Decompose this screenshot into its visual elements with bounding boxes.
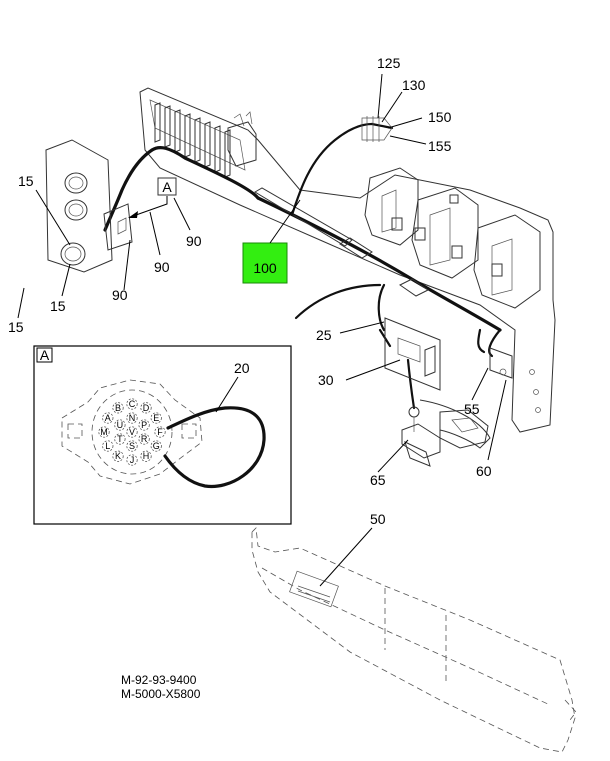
- pin-label: R: [141, 434, 148, 444]
- bottom-trim-panel: [251, 527, 577, 753]
- pin-label: A: [105, 413, 111, 423]
- pin-label: P: [141, 420, 147, 430]
- callout-130[interactable]: 130: [402, 77, 426, 93]
- gauge-pods: [364, 167, 541, 309]
- leader-lines: [17, 73, 507, 587]
- callout-30[interactable]: 30: [318, 372, 334, 388]
- pin-label: V: [129, 427, 135, 437]
- pin-label: U: [117, 420, 124, 430]
- connector-pin: C: [126, 398, 138, 410]
- pin-label: S: [129, 441, 135, 451]
- view-a-indicator: A: [128, 177, 177, 218]
- knob-middle: [64, 199, 88, 221]
- connector-pin: B: [112, 402, 124, 414]
- connector-pin: F: [154, 426, 166, 438]
- callout-15-left[interactable]: 15: [8, 319, 24, 335]
- connector-pin: D: [140, 402, 152, 414]
- connector-pin: R: [138, 433, 150, 445]
- view-a-label: A: [162, 179, 172, 195]
- fuse-rack: [154, 102, 231, 178]
- pin-label: T: [117, 434, 123, 444]
- switch-assembly: [401, 399, 491, 467]
- knob-bottom: [60, 242, 86, 266]
- connector-pin: H: [140, 450, 152, 462]
- callout-60[interactable]: 60: [476, 463, 492, 479]
- pin-label: M: [100, 427, 108, 437]
- connector-pin: M: [98, 426, 110, 438]
- connector-pin: P: [138, 419, 150, 431]
- drawing-number-2: M-5000-X5800: [121, 687, 201, 701]
- callout-50[interactable]: 50: [370, 511, 386, 527]
- callout-25[interactable]: 25: [316, 327, 332, 343]
- callout-125[interactable]: 125: [377, 55, 401, 71]
- callout-90-right[interactable]: 90: [186, 233, 202, 249]
- pin-label: J: [130, 455, 135, 465]
- pin-label: C: [129, 399, 136, 409]
- pin-label: G: [153, 441, 160, 451]
- wiring-harness: [103, 116, 502, 432]
- connector-pin: S: [126, 440, 138, 452]
- callout-90-left[interactable]: 90: [112, 287, 128, 303]
- connector-pin: U: [114, 419, 126, 431]
- pin-label: E: [153, 413, 159, 423]
- callout-65[interactable]: 65: [370, 472, 386, 488]
- connector-pin: A: [102, 412, 114, 424]
- callout-155[interactable]: 155: [428, 138, 452, 154]
- pin-label: B: [115, 403, 121, 413]
- connector-pin: L: [102, 440, 114, 452]
- pin-label: H: [143, 451, 150, 461]
- callout-100[interactable]: 100: [253, 260, 277, 276]
- callouts: 125 130 150 155 15 15 15 90 90 90 25 30 …: [8, 55, 492, 527]
- pin-label: L: [105, 441, 110, 451]
- left-switch-panel: [45, 139, 133, 273]
- callout-15-top[interactable]: 15: [18, 173, 34, 189]
- pin-label: K: [115, 451, 121, 461]
- connector-pin: N: [126, 412, 138, 424]
- dash-panel: [139, 87, 556, 433]
- knob-top: [64, 172, 88, 194]
- connector-pin: E: [150, 412, 162, 424]
- callout-150[interactable]: 150: [428, 109, 452, 125]
- pin-label: N: [129, 413, 136, 423]
- callout-55[interactable]: 55: [464, 401, 480, 417]
- drawing-number-1: M-92-93-9400: [121, 673, 197, 687]
- connector-pin: T: [114, 433, 126, 445]
- highlight-box-100[interactable]: [242, 242, 288, 284]
- drawing-numbers: M-92-93-9400 M-5000-X5800: [121, 673, 201, 701]
- connector-pin: K: [112, 450, 124, 462]
- pin-label: D: [143, 403, 150, 413]
- mounting-brackets: [384, 317, 513, 391]
- callout-20[interactable]: 20: [234, 360, 250, 376]
- callout-90-middle[interactable]: 90: [154, 259, 170, 275]
- connector-pin: G: [150, 440, 162, 452]
- pin-label: F: [157, 427, 163, 437]
- connector-pin: V: [126, 426, 138, 438]
- detail-a-label: A: [40, 347, 50, 363]
- callout-15-bottom[interactable]: 15: [50, 298, 66, 314]
- connector-pin: J: [126, 454, 138, 466]
